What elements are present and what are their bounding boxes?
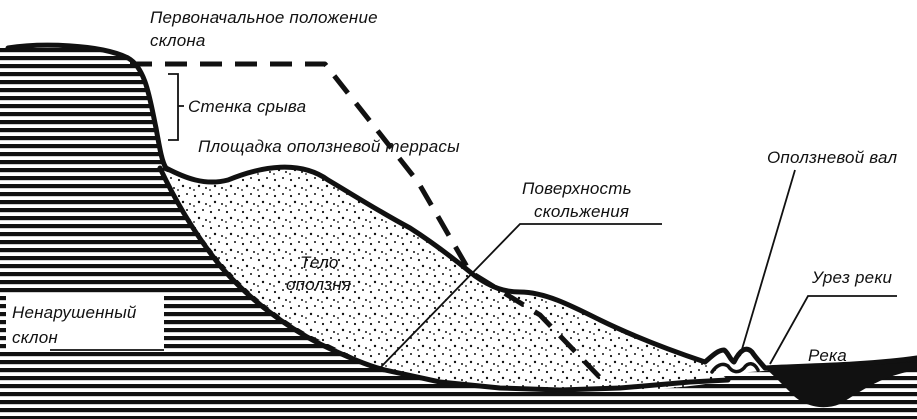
label-landslide-body-line1: Тело	[300, 253, 339, 272]
original-slope-dashed-line	[130, 61, 612, 390]
label-waterline: Урез реки	[811, 268, 893, 287]
undisturbed-slope-region	[0, 46, 917, 419]
label-landslide-body-line2: оползня	[286, 275, 351, 294]
landslide-ridge-leader	[739, 169, 796, 357]
undisturbed-label-box	[6, 296, 164, 350]
label-original-slope-line1: Первоначальное положение	[150, 8, 378, 27]
scarp-bracket	[168, 73, 184, 141]
waterline-label-box	[805, 262, 881, 292]
label-undisturbed-slope-line1: Ненарушенный	[12, 303, 137, 322]
landslide-body-region	[158, 167, 728, 390]
landslide-ridge-shape	[710, 362, 760, 374]
label-scarp: Стенка срыва	[188, 97, 306, 116]
label-original-slope-line2: склона	[150, 31, 206, 50]
label-terrace: Площадка оползневой террасы	[198, 137, 460, 156]
label-landslide-ridge: Оползневой вал	[767, 148, 897, 167]
label-slip-surface-line2: скольжения	[534, 202, 629, 221]
label-slip-surface-line1: Поверхность	[522, 179, 632, 198]
river-water	[765, 362, 917, 408]
label-undisturbed-slope-line2: склон	[12, 328, 58, 347]
label-river: Река	[808, 346, 847, 365]
waterline-leader	[769, 295, 897, 365]
slip-surface-line	[157, 165, 731, 393]
slip-surface-leader	[379, 223, 662, 369]
